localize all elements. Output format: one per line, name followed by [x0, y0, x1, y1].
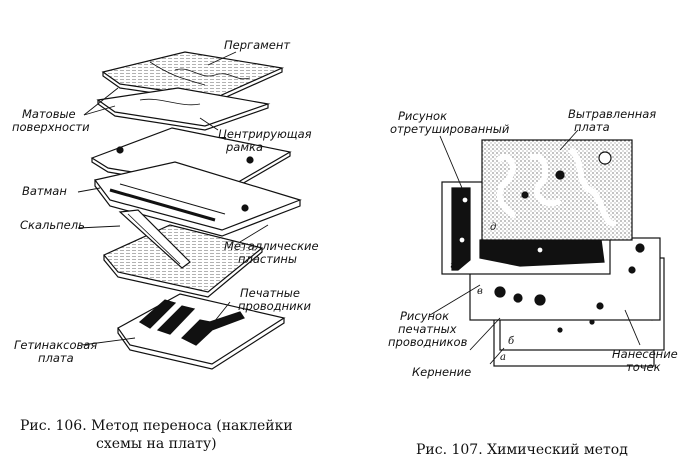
label-parchment: Пергамент	[224, 39, 290, 52]
label-pattern-3: проводников	[388, 336, 467, 349]
fig107-drawing	[430, 130, 664, 366]
label-retouched-2: отретушированный	[390, 123, 509, 136]
caption-fig106-line2: схемы на плату)	[96, 436, 217, 453]
label-etched-2: плата	[574, 121, 610, 134]
label-kernenie: Кернение	[412, 366, 471, 379]
plate-letter-a: а	[500, 352, 506, 363]
caption-fig106-line1: Рис. 106. Метод переноса (наклейки	[20, 418, 293, 435]
plate-letter-g: г	[450, 260, 455, 271]
plate-letter-b: б	[508, 336, 514, 347]
label-printed-2: проводники	[238, 300, 311, 313]
label-getinax-2: плата	[38, 352, 74, 365]
plate-letter-v: в	[477, 286, 483, 297]
centering-frame	[98, 88, 268, 130]
caption-fig107: Рис. 107. Химический метод	[416, 442, 628, 459]
label-scalpel: Скальпель	[20, 219, 85, 232]
label-metal-2: пластины	[238, 253, 297, 266]
label-vatman: Ватман	[22, 185, 67, 198]
plate-d	[482, 140, 632, 240]
label-frame-2: рамка	[226, 141, 263, 154]
fig106-drawing	[78, 52, 300, 369]
plate-letter-d: д	[490, 222, 496, 233]
metal-plates	[95, 162, 300, 236]
label-dots-2: точек	[626, 361, 661, 374]
label-matte-2: поверхности	[12, 121, 90, 134]
